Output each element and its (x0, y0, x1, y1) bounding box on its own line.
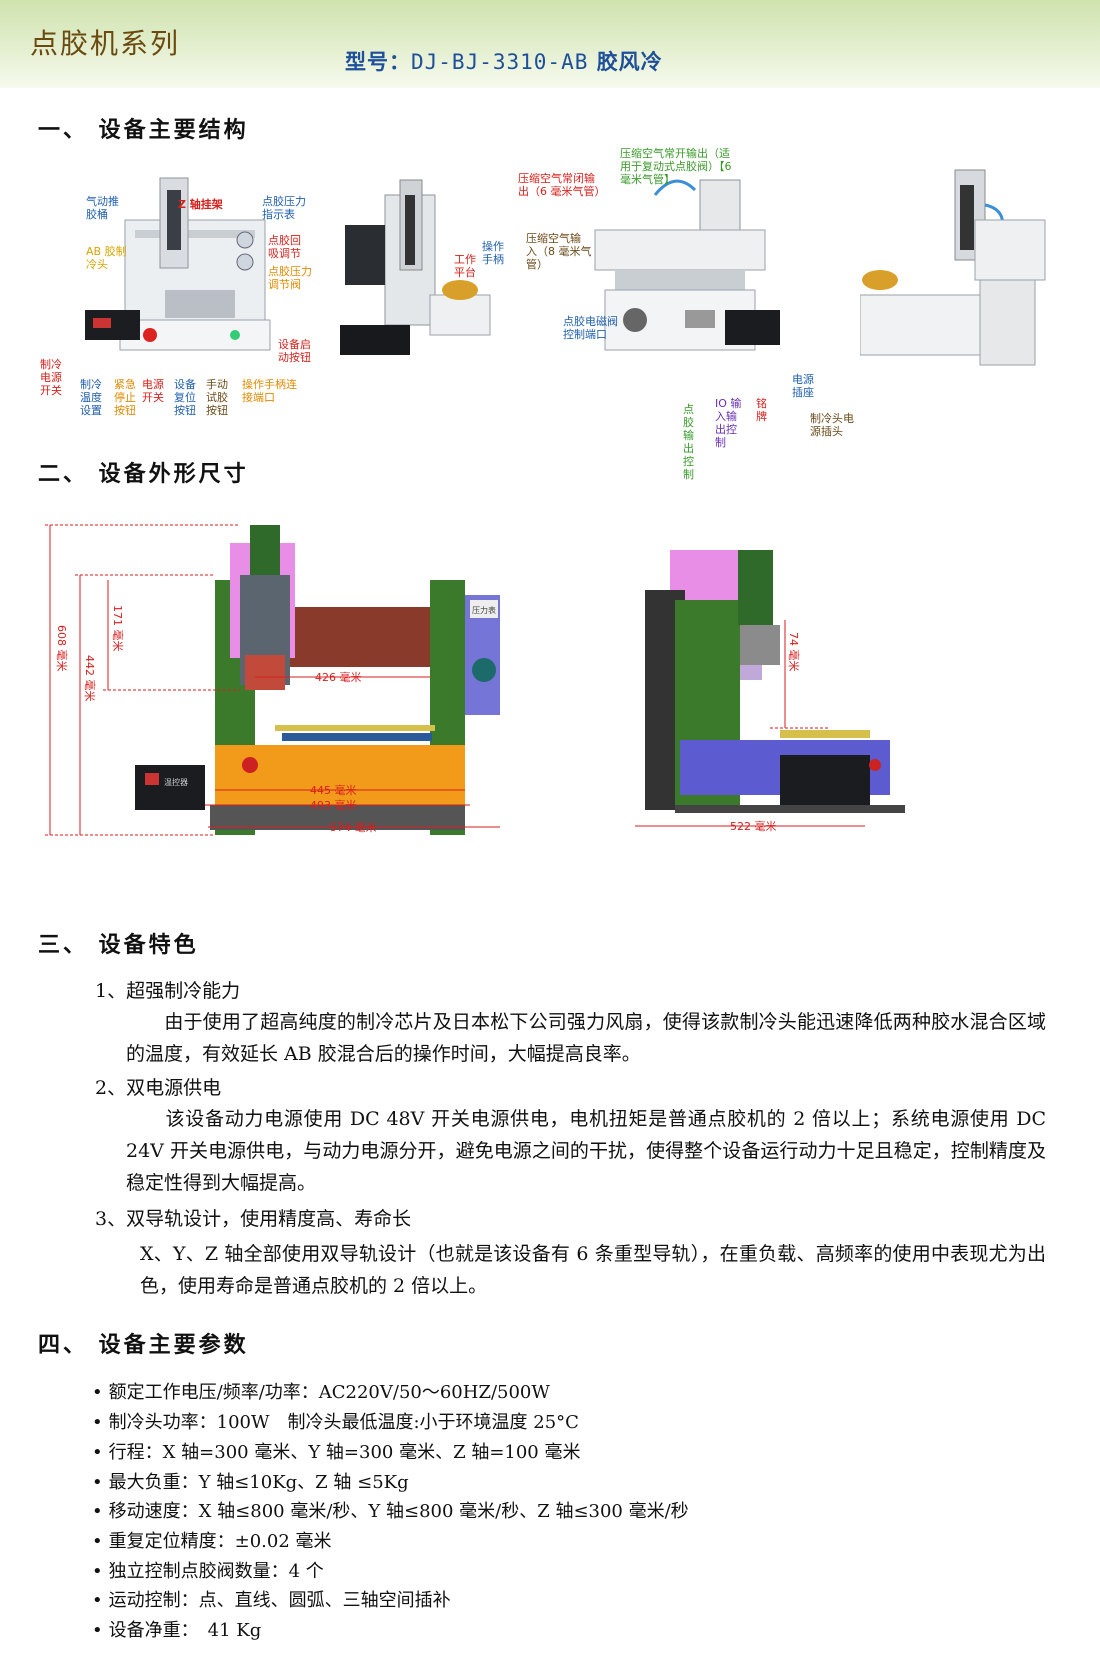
section-params-heading: 四、 设备主要参数 (38, 1333, 249, 1358)
label-air-no-out: 压缩空气常开输出（适 用于复动式点胶阀）【6 毫米气管】 (620, 147, 732, 186)
model-prefix: 型号： (345, 50, 411, 74)
model-suffix: 胶风冷 (596, 50, 663, 74)
dim-442: 442 毫米 (83, 655, 97, 702)
label-z-axis: Z 轴挂架 (178, 198, 223, 211)
label-cool-power: 制冷 电源 开关 (40, 358, 62, 397)
label-air-nc-out: 压缩空气常闭输 出（6 毫米气管） (518, 172, 606, 198)
section-dimension-heading: 二、 设备外形尺寸 (38, 462, 249, 487)
machine-angled-photo (860, 169, 1046, 366)
label-cool-temp: 制冷 温度 设置 (80, 378, 102, 417)
side-dimension-drawing: 74 毫米 522 毫米 (635, 550, 905, 833)
dim-493: 493 毫米 (310, 798, 357, 812)
param-weight: 设备净重： 41 Kg (92, 1616, 262, 1642)
label-start-button: 设备启 动按钮 (278, 338, 311, 364)
dim-522: 522 毫米 (730, 819, 777, 833)
series-title: 点胶机系列 (30, 27, 181, 60)
param-cooler-power: 制冷头功率：100W 制冷头最低温度:小于环境温度 25°C (92, 1408, 579, 1434)
label-pressure-gauge: 点胶压力 指示表 (262, 195, 306, 221)
label-handle: 操作 手柄 (482, 240, 504, 266)
param-speed: 移动速度：X 轴≤800 毫米/秒、Y 轴≤800 毫米/秒、Z 轴≤300 毫… (92, 1497, 689, 1523)
label-power-socket: 电源 插座 (792, 373, 814, 399)
dim-608: 608 毫米 (55, 625, 69, 672)
label-pneumatic-barrel: 气动推 胶桶 (86, 195, 119, 221)
dim-171: 171 毫米 (111, 605, 125, 652)
section-structure-heading: 一、 设备主要结构 (38, 118, 249, 143)
feature-2-body: 该设备动力电源使用 DC 48V 开关电源供电，电机扭矩是普通点胶机的 2 倍以… (126, 1108, 1046, 1194)
dim-74: 74 毫米 (787, 632, 801, 672)
page-header (0, 0, 1100, 88)
label-io: IO 输 入输 出控 制 (715, 397, 742, 449)
param-valve-count: 独立控制点胶阀数量：4 个 (92, 1557, 324, 1583)
label-nameplate: 铭 牌 (756, 397, 767, 423)
param-voltage: 额定工作电压/频率/功率：AC220V/50～60HZ/500W (92, 1378, 550, 1404)
param-load: 最大负重：Y 轴≤10Kg、Z 轴 ≤5Kg (92, 1468, 409, 1494)
label-handle-port: 操作手柄连 接端口 (242, 378, 297, 404)
dim-426: 426 毫米 (315, 670, 362, 684)
label-valve-port: 点胶电磁阀 控制端口 (563, 315, 618, 341)
model-code: DJ-BJ-3310-AB (411, 50, 589, 74)
front-dimension-drawing: 压力表 温控器 608 毫米 442 毫米 171 毫米 426 毫米 445 … (45, 524, 500, 836)
gauge-label: 压力表 (472, 605, 496, 615)
label-reset: 设备 复位 按钮 (174, 378, 196, 417)
label-air-in: 压缩空气输 入（8 毫米气 管） (526, 232, 592, 271)
feature-3-body: X、Y、Z 轴全部使用双导轨设计（也就是该设备有 6 条重型导轨），在重负载、高… (140, 1243, 1046, 1297)
label-cooler-plug: 制冷头电 源插头 (810, 412, 854, 438)
dim-574: 574 毫米 (330, 820, 377, 834)
label-suckback: 点胶回 吸调节 (268, 234, 301, 260)
feature-3-title: 3、双导轨设计，使用精度高、寿命长 (95, 1208, 412, 1230)
dim-445: 445 毫米 (310, 783, 357, 797)
machine-side-photo (340, 179, 491, 355)
label-work-platform: 工作 平台 (454, 253, 476, 279)
param-travel: 行程：X 轴=300 毫米、Y 轴=300 毫米、Z 轴=100 毫米 (92, 1438, 581, 1464)
section-features-heading: 三、 设备特色 (38, 933, 199, 958)
machine-back-photo (594, 179, 780, 351)
label-power-switch: 电源 开关 (142, 378, 164, 404)
feature-1-body: 由于使用了超高纯度的制冷芯片及日本松下公司强力风扇，使得该款制冷头能迅速降低两种… (126, 1011, 1046, 1065)
feature-1-title: 1、超强制冷能力 (95, 980, 241, 1002)
machine-front-photo (85, 177, 271, 351)
label-pressure-valve: 点胶压力 调节阀 (268, 265, 312, 291)
model-title: 型号：DJ-BJ-3310-AB 胶风冷 (345, 46, 663, 76)
param-motion: 运动控制：点、直线、圆弧、三轴空间插补 (92, 1586, 451, 1612)
label-manual: 手动 试胶 按钮 (206, 378, 228, 417)
label-dispense-out: 点 胶 输 出 控 制 (683, 403, 694, 481)
param-precision: 重复定位精度：±0.02 毫米 (92, 1527, 332, 1553)
cooler-label: 温控器 (164, 777, 188, 787)
label-estop: 紧急 停止 按钮 (114, 378, 136, 417)
feature-2-title: 2、双电源供电 (95, 1077, 222, 1099)
label-ab-cooler: AB 胶制 冷头 (86, 245, 127, 271)
